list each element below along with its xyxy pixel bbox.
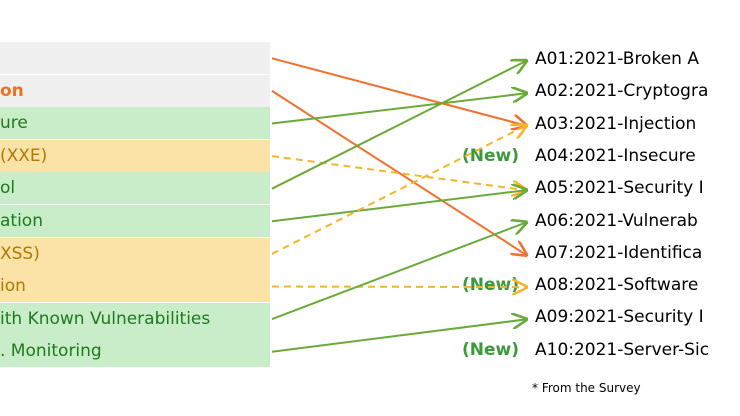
mapping-arrow-5 bbox=[271, 190, 526, 223]
mapping-arrow-9 bbox=[271, 319, 526, 353]
left-item-5: ation bbox=[0, 205, 270, 237]
left-item-2: ure bbox=[0, 107, 270, 140]
left-item-label: ion bbox=[0, 276, 26, 297]
right-item-4: A04:2021-Insecure bbox=[535, 145, 696, 166]
left-item-label: ith Known Vulnerabilities bbox=[0, 308, 211, 329]
left-item-label: ure bbox=[0, 113, 28, 134]
mapping-arrow-6 bbox=[271, 126, 526, 255]
left-item-9: . Monitoring bbox=[0, 335, 270, 368]
left-item-6: XSS) bbox=[0, 237, 270, 270]
right-item-7: A07:2021-Identifica bbox=[535, 242, 703, 263]
mapping-arrow-8 bbox=[271, 223, 526, 321]
left-item-8: ith Known Vulnerabilities bbox=[0, 302, 270, 335]
survey-footnote: * From the Survey bbox=[532, 381, 641, 395]
right-item-6: A06:2021-Vulnerab bbox=[535, 210, 698, 231]
left-item-7: ion bbox=[0, 270, 270, 303]
right-item-2: A02:2021-Cryptogra bbox=[535, 81, 709, 102]
left-item-label: (XXE) bbox=[0, 145, 48, 166]
mapping-arrow-4 bbox=[271, 61, 526, 190]
new-tag: (New) bbox=[462, 339, 520, 360]
right-item-9: A09:2021-Security I bbox=[535, 307, 704, 328]
left-item-0 bbox=[0, 42, 270, 74]
left-item-4: ol bbox=[0, 172, 270, 205]
right-item-5: A05:2021-Security I bbox=[535, 178, 704, 199]
mapping-arrow-3 bbox=[271, 155, 526, 190]
mapping-arrow-0 bbox=[271, 57, 526, 125]
new-tag: (New) bbox=[462, 275, 520, 296]
right-item-1: A01:2021-Broken A bbox=[535, 49, 699, 69]
left-item-label: ation bbox=[0, 211, 43, 231]
mapping-arrow-2 bbox=[271, 93, 526, 125]
right-item-8: A08:2021-Software bbox=[535, 275, 699, 296]
right-item-3: A03:2021-Injection bbox=[535, 113, 697, 134]
right-item-10: A10:2021-Server-Sic bbox=[535, 339, 710, 360]
left-item-label: . Monitoring bbox=[0, 341, 102, 362]
left-item-1: on bbox=[0, 74, 270, 107]
left-item-label: XSS) bbox=[0, 243, 40, 264]
left-item-label: on bbox=[0, 80, 24, 101]
left-item-label: ol bbox=[0, 178, 16, 199]
mapping-arrow-7 bbox=[271, 287, 526, 288]
left-item-3: (XXE) bbox=[0, 139, 270, 172]
